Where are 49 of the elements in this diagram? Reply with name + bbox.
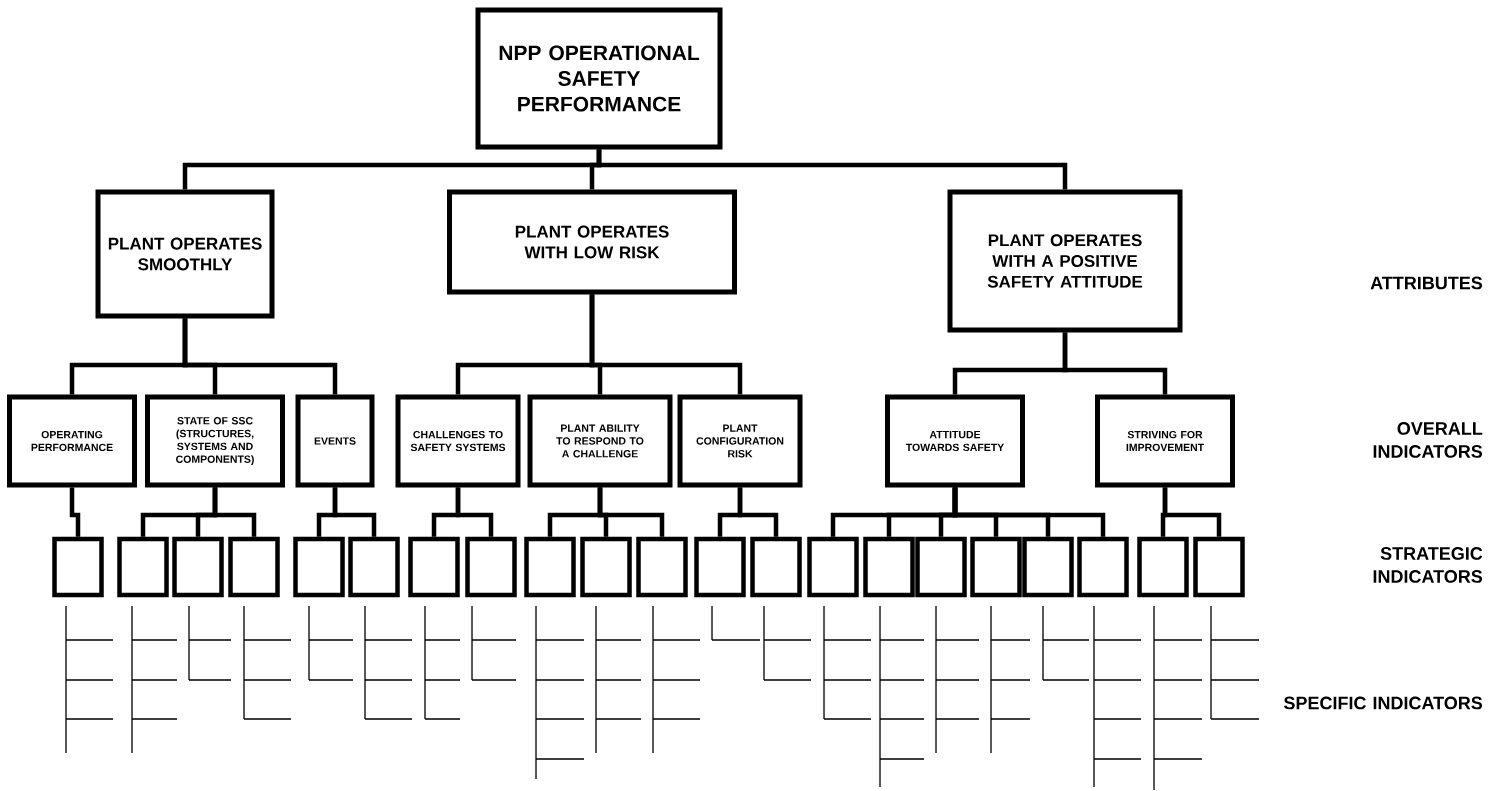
strategic-box (228, 536, 280, 598)
strategic-box (915, 536, 967, 598)
indicator-box: PLANT CONFIGURATION RISK (677, 394, 803, 488)
indicator-box: ATTITUDE TOWARDS SAFETY (885, 394, 1025, 488)
connector-line (182, 318, 338, 395)
connector-line (1062, 332, 1168, 395)
connector-line (455, 487, 494, 537)
connector-line (596, 149, 1068, 190)
level-label: ATTRIBUTES (1370, 276, 1483, 290)
strategic-box (970, 536, 1022, 598)
indicator-box: CHALLENGES TO SAFETY SYSTEMS (395, 394, 521, 488)
title-box: NPP OPERATIONAL SAFETY PERFORMANCE (475, 7, 723, 150)
connector-line (589, 294, 743, 395)
strategic-box (524, 536, 576, 598)
strategic-box (1193, 536, 1245, 598)
connector-line (597, 487, 665, 537)
level-label: SPECIFIC INDICATORS (1284, 696, 1483, 710)
strategic-box (293, 536, 345, 598)
strategic-box (636, 536, 688, 598)
connector-line (69, 487, 81, 537)
strategic-box (1022, 536, 1074, 598)
strategic-box (580, 536, 632, 598)
level-label: STRATEGIC INDICATORS (1373, 547, 1483, 583)
level-label: OVERALL INDICATORS (1373, 422, 1483, 458)
connector-line (332, 487, 377, 537)
strategic-box (1137, 536, 1189, 598)
strategic-box (117, 536, 169, 598)
strategic-box (465, 536, 517, 598)
connector-line (212, 487, 257, 537)
attribute-box: PLANT OPERATES SMOOTHLY (95, 189, 275, 319)
indicator-box: EVENTS (295, 394, 375, 488)
indicator-box: PLANT ABILITY TO RESPOND TO A CHALLENGE (527, 394, 673, 488)
indicator-box: STATE OF SSC (STRUCTURES, SYSTEMS AND COMPONENTS) (145, 394, 285, 488)
strategic-box (1077, 536, 1129, 598)
indicator-box: STRIVING FOR IMPROVEMENT (1095, 394, 1235, 488)
strategic-box (408, 536, 460, 598)
connector-line (737, 487, 779, 537)
strategic-box (52, 536, 104, 598)
strategic-box (348, 536, 400, 598)
strategic-box (694, 536, 746, 598)
attribute-box: PLANT OPERATES WITH LOW RISK (447, 189, 737, 295)
strategic-box (807, 536, 859, 598)
strategic-box (172, 536, 224, 598)
attribute-box: PLANT OPERATES WITH A POSITIVE SAFETY ATTITUDE (947, 189, 1183, 333)
strategic-box (750, 536, 802, 598)
connector-line (1162, 487, 1222, 537)
connector-line (952, 487, 1106, 537)
indicator-box: OPERATING PERFORMANCE (7, 394, 137, 488)
strategic-box (863, 536, 915, 598)
